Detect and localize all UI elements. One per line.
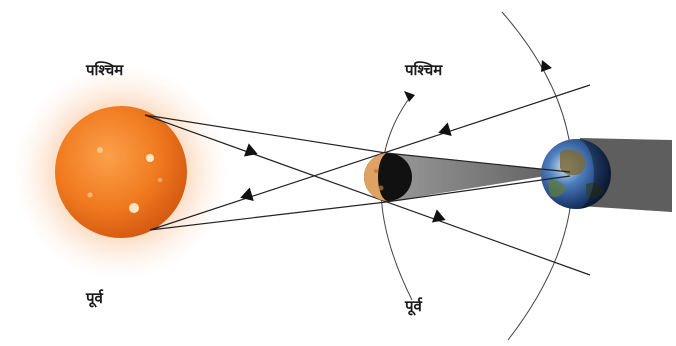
orbit-east-label: पूर्व xyxy=(405,297,422,315)
sun-east-label: पूर्व xyxy=(86,289,103,307)
sun-icon xyxy=(13,64,229,280)
moon-shadow-cone xyxy=(386,153,570,202)
sun-west-label: पश्चिम xyxy=(86,61,124,79)
earth-icon xyxy=(541,139,611,209)
sun-rays xyxy=(144,84,591,276)
orbit-west-label: पश्चिम xyxy=(405,61,443,79)
arrowhead-icon xyxy=(240,60,552,223)
moon-icon xyxy=(364,153,412,201)
